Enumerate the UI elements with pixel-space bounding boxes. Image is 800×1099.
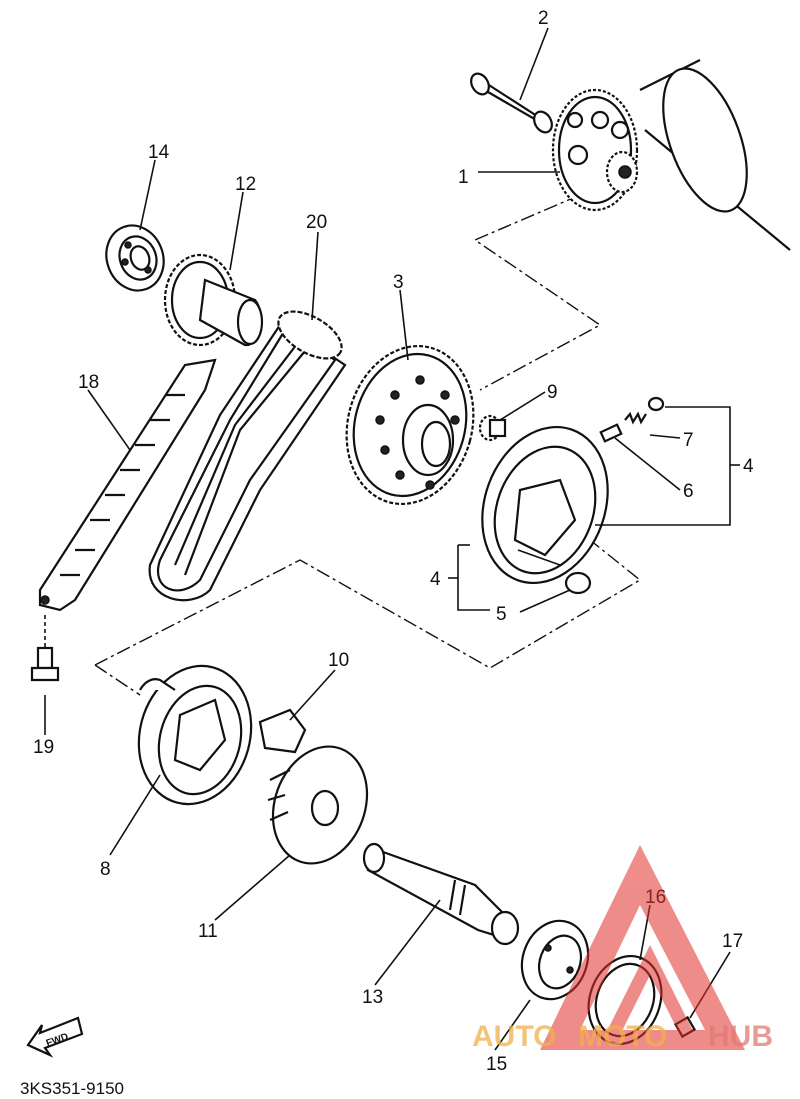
part-8-starter-clutch — [137, 664, 253, 806]
part-6-plunger — [599, 423, 623, 443]
part-5-roller — [564, 571, 592, 595]
part-20-chain — [148, 310, 347, 602]
callout-12: 12 — [235, 174, 256, 195]
callout-17: 17 — [722, 931, 743, 952]
callout-1: 1 — [458, 167, 469, 188]
callout-2: 2 — [538, 8, 549, 29]
callout-18: 18 — [78, 372, 99, 393]
part-12-idler-gear — [163, 253, 264, 347]
watermark-text-hub: HUB — [708, 1020, 773, 1053]
part-11-disc — [267, 745, 369, 865]
part-19-bolt — [30, 615, 60, 682]
watermark-text-auto: AUTO — [472, 1020, 556, 1053]
assembly-guide-line-left — [94, 664, 141, 696]
callout-4a: 4 — [743, 456, 754, 477]
watermark-text-moto: MOTO — [578, 1020, 667, 1053]
callout-20: 20 — [306, 212, 327, 233]
part-15-bearing — [520, 919, 590, 1001]
assembly-guide-line-lower — [94, 539, 642, 669]
callout-15: 15 — [486, 1054, 507, 1075]
diagram-code: 3KS351-9150 — [20, 1079, 124, 1098]
callout-10: 10 — [328, 650, 349, 671]
part-18-chain-guide — [38, 358, 217, 612]
callout-8: 8 — [100, 859, 111, 880]
part-3-sprocket — [345, 344, 475, 506]
part-1-starter-gear — [551, 59, 791, 251]
callout-4b: 4 — [430, 569, 441, 590]
callout-7: 7 — [683, 430, 694, 451]
callout-9: 9 — [547, 382, 558, 403]
part-4-clutch-housing — [481, 425, 609, 585]
watermark-logo — [540, 845, 745, 1050]
callout-6: 6 — [683, 481, 694, 502]
callout-14: 14 — [148, 142, 170, 163]
part-9-gear — [478, 414, 507, 442]
fwd-arrow-icon: FWD — [26, 1016, 84, 1058]
assembly-guide-line-upper — [473, 194, 602, 391]
part-14-bearing — [105, 224, 165, 292]
part-13-shaft — [362, 842, 520, 946]
callout-3: 3 — [393, 272, 404, 293]
part-7-spring — [624, 396, 665, 425]
part-2-pin — [470, 72, 553, 134]
callout-19: 19 — [33, 737, 54, 758]
callout-5: 5 — [496, 604, 507, 625]
callout-13: 13 — [362, 987, 383, 1008]
callout-11: 11 — [198, 921, 218, 942]
part-10-shoe — [258, 708, 307, 754]
